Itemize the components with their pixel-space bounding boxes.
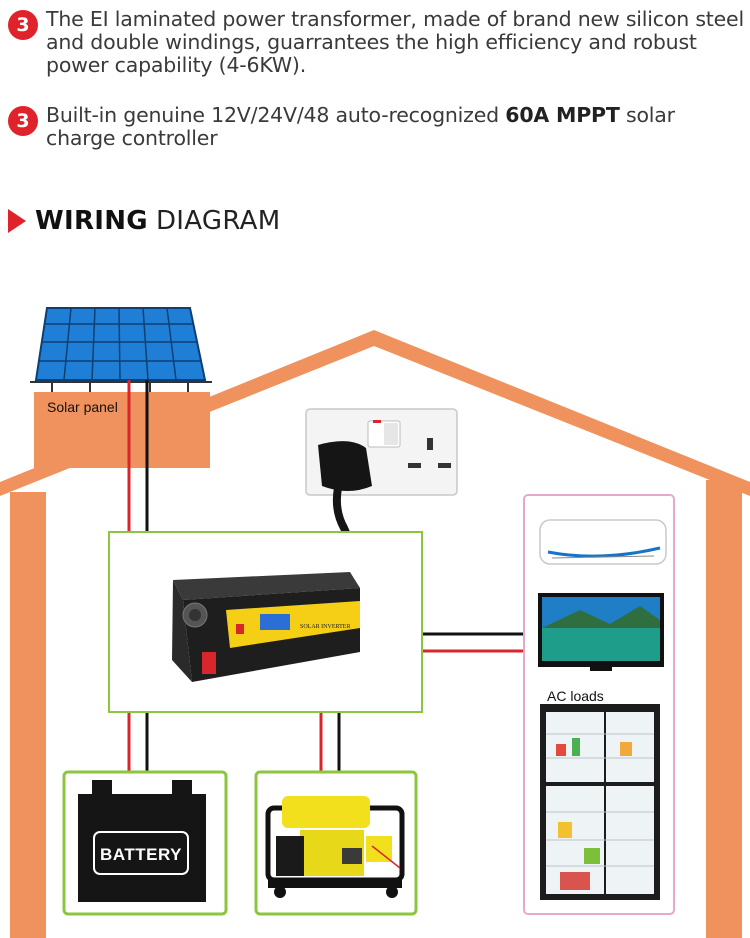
- wall-socket-icon: [305, 408, 458, 549]
- air-conditioner-icon: [539, 519, 667, 565]
- feature-text-highlight: 60A MPPT: [505, 103, 620, 127]
- battery-label: BATTERY: [100, 845, 182, 864]
- ac-loads-label: AC loads: [547, 688, 604, 704]
- feature-mppt: 3 Built-in genuine 12V/24V/48 auto-recog…: [8, 104, 746, 150]
- solar-panel-label: Solar panel: [47, 399, 118, 415]
- section-heading: WIRING DIAGRAM: [8, 206, 280, 236]
- refrigerator-icon: [540, 704, 660, 900]
- feature-transformer: 3 The EI laminated power transformer, ma…: [8, 8, 746, 77]
- house-outline: [0, 330, 750, 938]
- feature-text: Built-in genuine 12V/24V/48 auto-recogni…: [46, 104, 746, 150]
- solar-panel-icon: [30, 307, 212, 392]
- wires: [127, 380, 524, 772]
- feature-text-start: Built-in genuine 12V/24V/48 auto-recogni…: [46, 103, 506, 127]
- heading-bold: WIRING: [35, 206, 148, 236]
- feature-text-end: solar charge controller: [46, 103, 675, 150]
- feature-text: The EI laminated power transformer, made…: [46, 7, 744, 77]
- battery-icon: BATTERY: [78, 780, 206, 902]
- wiring-diagram: Solar panel SOLAR INVERTER: [0, 307, 750, 938]
- heading-rest: DIAGRAM: [155, 206, 281, 236]
- solar-inverter-icon: SOLAR INVERTER: [172, 572, 360, 682]
- inverter-brand-text: SOLAR INVERTER: [300, 624, 350, 630]
- feature-number-badge: 3: [8, 10, 38, 40]
- generator-icon: [265, 796, 405, 898]
- television-icon: [538, 593, 664, 671]
- feature-number-badge: 3: [8, 106, 38, 136]
- play-triangle-icon: [8, 209, 26, 233]
